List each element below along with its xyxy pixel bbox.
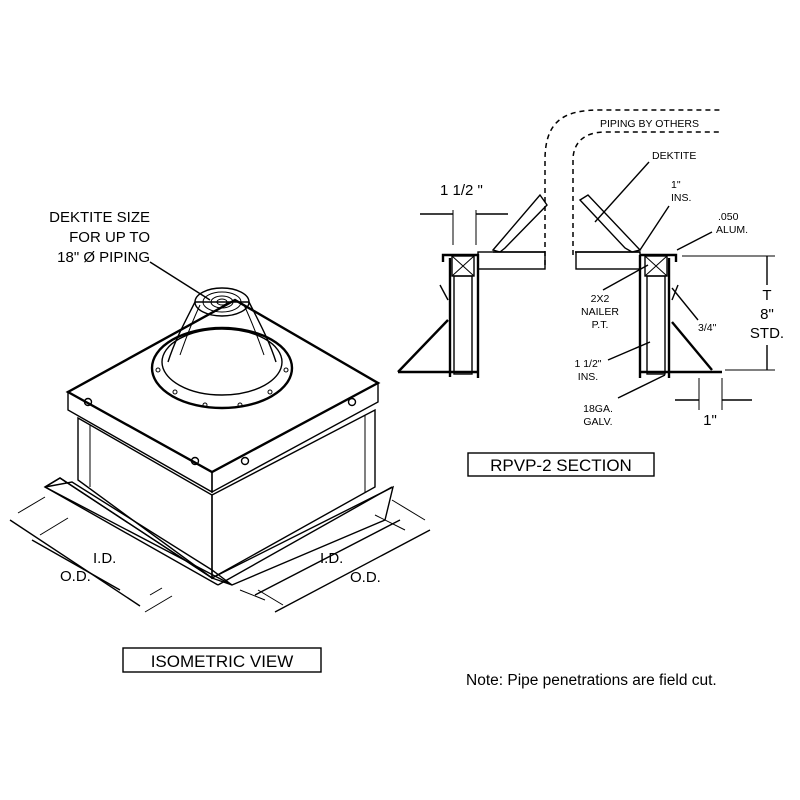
section-dektite: [491, 193, 642, 253]
ins-1-line1: 1": [671, 179, 681, 191]
dektite-boot: [150, 287, 294, 410]
alum-line1: .050: [718, 211, 739, 223]
left-dimensions: [9, 496, 173, 613]
nailer-line2: NAILER: [581, 306, 619, 318]
alum-line2: ALUM.: [716, 224, 748, 236]
right-wall: [638, 253, 722, 378]
iso-title-box: [122, 647, 322, 673]
galv-line1: 18GA.: [583, 403, 613, 415]
ins-15-line1: 1 1/2": [574, 358, 601, 370]
galv-leader: [617, 374, 666, 399]
dim-1-1-2-label: 1 1/2 ": [440, 182, 483, 199]
od-left-label: O.D.: [60, 568, 91, 585]
three-quarter-leader: [671, 287, 699, 321]
dim-1-bottom: [675, 378, 752, 410]
left-wall: [397, 253, 480, 378]
galv-line2: GALV.: [583, 416, 612, 428]
piping: [544, 109, 720, 265]
dektite-section-leader: [594, 161, 650, 223]
three-quarter-label: 3/4": [698, 322, 717, 334]
dektite-section-label: DEKTITE: [652, 150, 696, 162]
nailer-line3: P.T.: [592, 319, 609, 331]
dektite-size-line3: 18" Ø PIPING: [57, 249, 150, 266]
std-label: STD.: [750, 325, 784, 342]
right-dimensions: [239, 499, 431, 613]
dim-height: [682, 255, 775, 371]
iso-title: ISOMETRIC VIEW: [151, 652, 294, 671]
ins-1-line2: INS.: [671, 192, 691, 204]
dim-1-1-2: [420, 210, 508, 245]
nailer-line1: 2X2: [591, 293, 610, 305]
ins-1-leader: [639, 205, 670, 251]
base-flange: [43, 477, 395, 586]
section-title: RPVP-2 SECTION: [490, 456, 632, 475]
deck-insulation-left: [477, 251, 546, 270]
isometric-view: DEKTITE SIZE FOR UP TO 18" Ø PIPING I.D.…: [9, 209, 431, 673]
alum-leader: [676, 231, 713, 251]
t-label: T: [762, 287, 771, 304]
dektite-size-line2: FOR UP TO: [69, 229, 150, 246]
nailer-leader: [602, 264, 649, 291]
ins-15-line2: INS.: [578, 371, 598, 383]
dim-1-bottom-label: 1": [703, 412, 717, 429]
top-cap: [65, 298, 381, 494]
ins-15-leader: [607, 341, 651, 361]
od-right-label: O.D.: [350, 569, 381, 586]
dektite-size-line1: DEKTITE SIZE: [49, 209, 150, 226]
deck-insulation-right: [575, 251, 641, 270]
dektite-leader: [149, 261, 211, 301]
std-height-label: 8": [760, 306, 774, 323]
id-right-label: I.D.: [320, 550, 343, 567]
id-left-label: I.D.: [93, 550, 116, 567]
section-view: PIPING BY OTHERS DEKTITE: [397, 109, 784, 477]
section-title-box: [467, 452, 655, 477]
piping-label: PIPING BY OTHERS: [600, 118, 699, 130]
field-cut-note: Note: Pipe penetrations are field cut.: [466, 672, 717, 689]
curb-body: [77, 408, 376, 580]
